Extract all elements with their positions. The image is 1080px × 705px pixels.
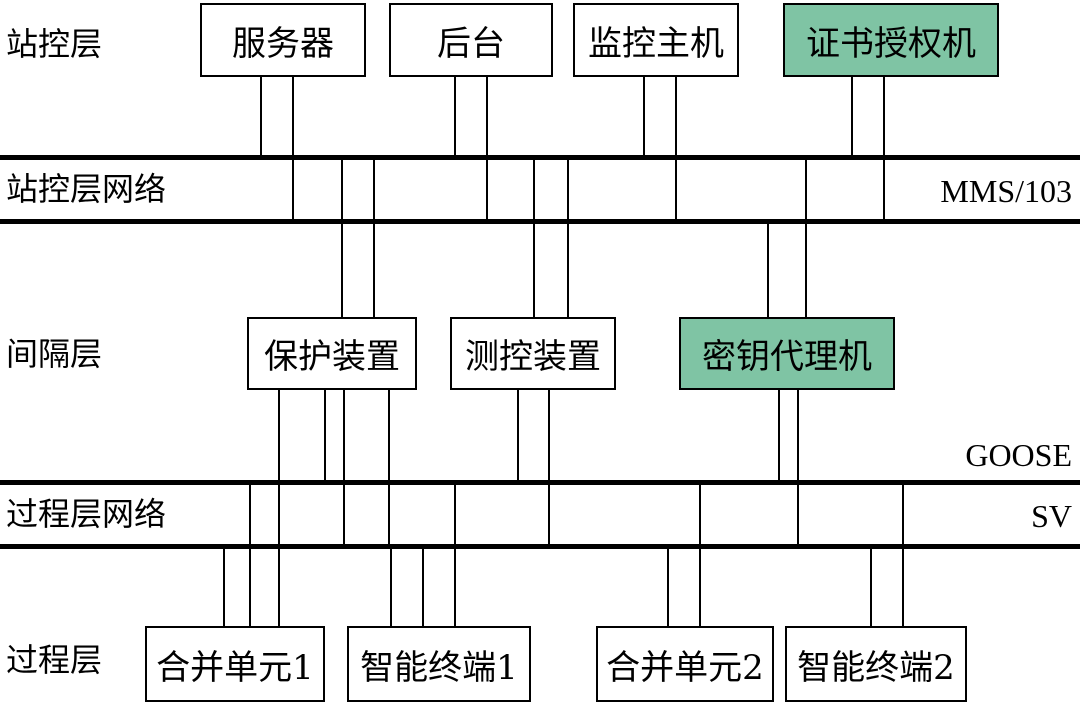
process-network-bus-lower bbox=[0, 544, 1080, 549]
mu1-link-b bbox=[249, 483, 251, 627]
station-network-bus-upper bbox=[0, 155, 1080, 160]
key-agent-station-link-b bbox=[805, 158, 807, 318]
smart-terminal-1-box: 智能终端1 bbox=[347, 626, 531, 702]
mu1-link-a bbox=[223, 547, 225, 627]
sv-protocol-label: SV bbox=[1031, 498, 1072, 534]
protection-process-link-d bbox=[388, 389, 390, 547]
st1-link-c bbox=[454, 483, 456, 627]
key-agent-station-link-a bbox=[767, 222, 769, 318]
server-box: 服务器 bbox=[200, 3, 366, 77]
station-network-label: 站控层网络 bbox=[6, 170, 167, 208]
measure-control-box: 测控装置 bbox=[450, 317, 616, 390]
protection-station-link-b bbox=[373, 158, 375, 318]
mu1-link-c bbox=[278, 483, 280, 627]
st1-link-a bbox=[390, 547, 392, 627]
mu2-link-b bbox=[699, 483, 701, 627]
backend-link-b bbox=[486, 76, 488, 222]
measure-process-link-b bbox=[548, 389, 550, 547]
protection-process-link-a bbox=[278, 389, 280, 483]
key-agent-process-link-b bbox=[797, 389, 799, 547]
server-link-a bbox=[260, 76, 262, 158]
backend-link-a bbox=[454, 76, 456, 158]
key-agent-process-link-a bbox=[778, 389, 780, 483]
st2-link-b bbox=[902, 483, 904, 627]
process-layer-label: 过程层 bbox=[6, 641, 103, 679]
measure-process-link-a bbox=[517, 389, 519, 483]
mms-protocol-label: MMS/103 bbox=[940, 173, 1072, 209]
monitor-host-box: 监控主机 bbox=[573, 3, 739, 77]
server-link-b bbox=[292, 76, 294, 222]
backend-box: 后台 bbox=[389, 3, 553, 77]
protection-station-link-a bbox=[341, 158, 343, 318]
process-network-bus-upper bbox=[0, 480, 1080, 485]
merging-unit-1-box: 合并单元1 bbox=[145, 626, 325, 702]
key-agent-box: 密钥代理机 bbox=[679, 317, 895, 390]
station-layer-label: 站控层 bbox=[6, 25, 103, 63]
protection-process-link-b bbox=[324, 389, 326, 483]
st2-link-a bbox=[870, 547, 872, 627]
bay-layer-label: 间隔层 bbox=[6, 335, 103, 373]
process-network-label: 过程层网络 bbox=[6, 495, 167, 533]
station-network-bus-lower bbox=[0, 219, 1080, 224]
monitor-link-a bbox=[643, 76, 645, 158]
merging-unit-2-box: 合并单元2 bbox=[596, 626, 774, 702]
protection-device-box: 保护装置 bbox=[247, 317, 417, 390]
protection-process-link-c bbox=[343, 389, 345, 547]
cert-link-b bbox=[883, 76, 885, 222]
cert-link-a bbox=[851, 76, 853, 158]
measure-station-link-b bbox=[567, 158, 569, 318]
st1-link-b bbox=[422, 547, 424, 627]
mu2-link-a bbox=[667, 547, 669, 627]
smart-terminal-2-box: 智能终端2 bbox=[785, 626, 967, 702]
monitor-link-b bbox=[675, 76, 677, 222]
measure-station-link-a bbox=[533, 158, 535, 318]
goose-protocol-label: GOOSE bbox=[965, 437, 1072, 473]
cert-authority-box: 证书授权机 bbox=[783, 3, 999, 77]
